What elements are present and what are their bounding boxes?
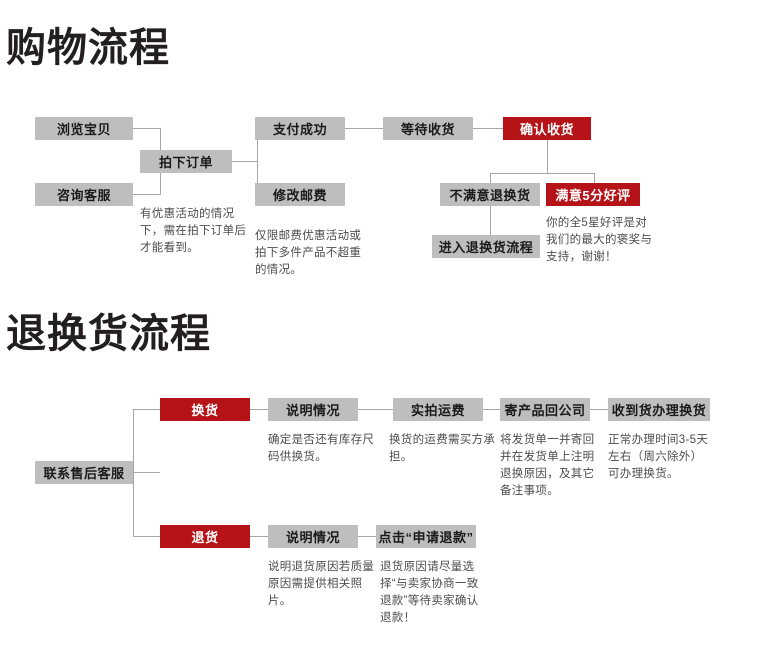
connector-contact-to-branch bbox=[133, 472, 160, 473]
node-actual-shipping-fee[interactable]: 实拍运费 bbox=[393, 398, 483, 421]
caption-place-order-note: 有优惠活动的情况下，需在拍下订单后才能看到。 bbox=[140, 208, 247, 254]
node-refund-explain[interactable]: 说明情况 bbox=[268, 525, 358, 548]
caption-exchange-explain-note: 确定是否还有库存尺码供换货。 bbox=[268, 434, 375, 463]
node-refund[interactable]: 退货 bbox=[160, 525, 250, 548]
caption-receive-process-note: 正常办理时间3-5天左右（周六除外）可办理换货。 bbox=[608, 434, 709, 480]
connector-to-unsatisfied bbox=[490, 173, 491, 184]
caption-refund-explain-note: 说明退货原因若质量原因需提供相关照片。 bbox=[268, 561, 375, 607]
caption-shipping-note: 仅限邮费优惠活动或拍下多件产品不超重的情况。 bbox=[255, 230, 362, 276]
connector-confirm-down bbox=[547, 140, 548, 173]
connector-to-satisfied bbox=[594, 173, 595, 184]
connector-order-to-branch bbox=[232, 161, 257, 162]
connector-pay-to-wait bbox=[345, 128, 387, 129]
page-title-return-flow: 退换货流程 bbox=[6, 312, 211, 356]
node-send-product-back[interactable]: 寄产品回公司 bbox=[500, 398, 590, 421]
connector-consult-to-order bbox=[133, 194, 160, 195]
node-consult-service[interactable]: 咨询客服 bbox=[35, 183, 133, 206]
node-browse-item[interactable]: 浏览宝贝 bbox=[35, 117, 133, 140]
node-exchange[interactable]: 换货 bbox=[160, 398, 250, 421]
node-wait-delivery[interactable]: 等待收货 bbox=[383, 117, 473, 140]
node-place-order[interactable]: 拍下订单 bbox=[140, 150, 232, 173]
connector-refund-explain-to-apply bbox=[358, 536, 376, 537]
connector-shipping-to-sendback bbox=[483, 409, 500, 410]
node-modify-shipping-fee[interactable]: 修改邮费 bbox=[255, 183, 345, 206]
node-exchange-explain[interactable]: 说明情况 bbox=[268, 398, 358, 421]
connector-return-branch-vertical bbox=[133, 409, 134, 536]
connector-browse-to-order bbox=[133, 128, 160, 129]
node-unsatisfied-return[interactable]: 不满意退换货 bbox=[440, 183, 540, 206]
caption-apply-refund-note: 退货原因请尽量选择“与卖家协商一致退款”等待卖家确认退款！ bbox=[380, 561, 479, 624]
connector-exchange-to-explain bbox=[250, 409, 268, 410]
caption-shipping-fee-note: 换货的运费需买方承担。 bbox=[389, 434, 496, 463]
connector-branch-to-exchange bbox=[133, 409, 160, 410]
connector-wait-to-confirm bbox=[473, 128, 503, 129]
connector-branch-vertical bbox=[257, 128, 258, 195]
node-pay-success[interactable]: 支付成功 bbox=[255, 117, 345, 140]
node-confirm-receipt[interactable]: 确认收货 bbox=[503, 117, 591, 140]
connector-branch-to-refund bbox=[133, 536, 160, 537]
node-satisfied-five-star-review[interactable]: 满意5分好评 bbox=[546, 183, 640, 206]
caption-review-note: 你的全5星好评是对我们的最大的褒奖与支持，谢谢！ bbox=[546, 217, 653, 263]
connector-refund-to-explain bbox=[250, 536, 268, 537]
node-contact-after-sales[interactable]: 联系售后客服 bbox=[35, 461, 133, 484]
connector-sendback-to-receive bbox=[590, 409, 608, 410]
node-enter-return-flow[interactable]: 进入退换货流程 bbox=[432, 235, 540, 258]
connector-confirm-branch-h bbox=[490, 173, 595, 174]
node-receive-and-process-exchange[interactable]: 收到货办理换货 bbox=[608, 398, 710, 421]
caption-send-back-note: 将发货单一并寄回并在发货单上注明退换原因，及其它备注事项。 bbox=[500, 434, 595, 497]
page-title-shopping-flow: 购物流程 bbox=[6, 26, 170, 70]
node-click-apply-refund[interactable]: 点击“申请退款” bbox=[376, 525, 476, 548]
connector-explain-to-shipping bbox=[358, 409, 393, 410]
connector-unsatisfied-to-enter bbox=[490, 206, 491, 236]
